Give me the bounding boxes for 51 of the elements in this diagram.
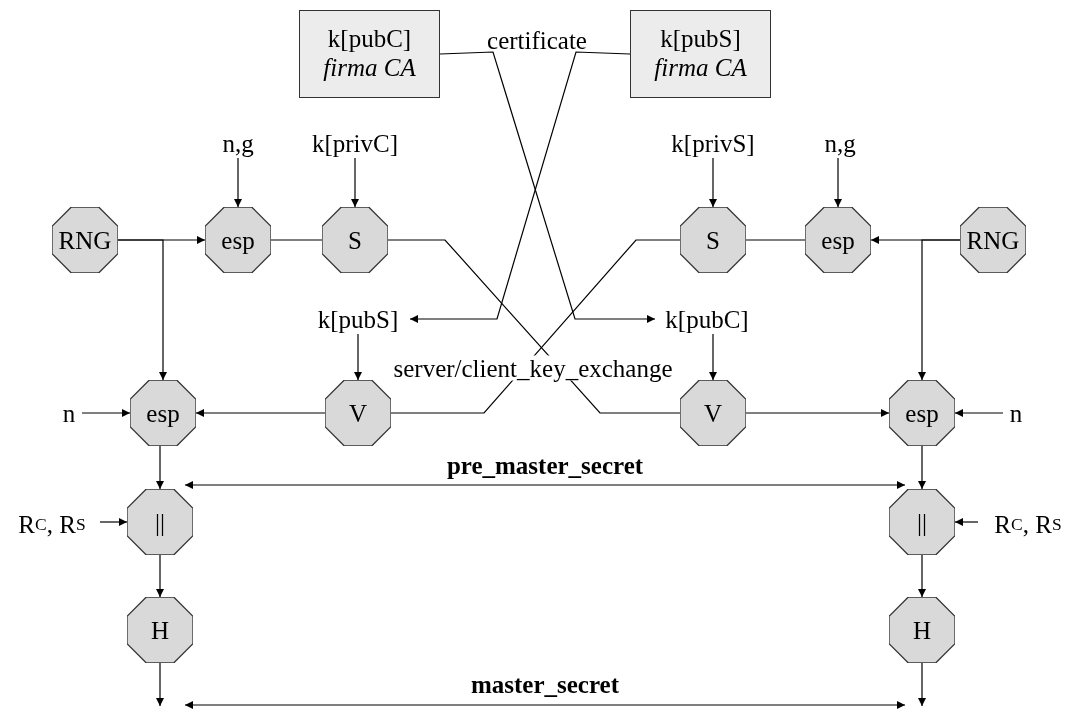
operation-label: || xyxy=(917,509,927,535)
arrow xyxy=(234,157,242,208)
edge-label: pre_master_secret xyxy=(446,452,644,478)
message-label: certificate xyxy=(487,27,587,53)
arrow xyxy=(709,157,717,208)
certificate-box xyxy=(630,10,771,98)
arrow xyxy=(184,701,906,709)
input-label: n,g xyxy=(812,128,868,158)
arrow xyxy=(439,51,656,323)
operation-label: S xyxy=(706,227,720,253)
input-label: k[pubC] xyxy=(655,304,759,334)
arrow xyxy=(156,554,164,598)
arrow xyxy=(99,518,128,526)
arrow xyxy=(81,409,131,417)
input-label: n xyxy=(56,398,82,428)
arrow xyxy=(918,445,926,490)
operation-label: H xyxy=(150,617,170,643)
signature-label: firma CA xyxy=(323,54,416,83)
arrow xyxy=(184,481,906,489)
operation-label: esp xyxy=(821,227,855,253)
arrow xyxy=(156,662,164,707)
operation-label: H xyxy=(912,617,932,643)
arrow xyxy=(351,157,359,208)
arrow xyxy=(918,554,926,598)
operation-label: esp xyxy=(221,227,255,253)
key-label: k[pubC] xyxy=(327,25,412,54)
operation-label: esp xyxy=(905,400,939,426)
arrow xyxy=(709,333,717,381)
operation-label: || xyxy=(155,509,165,535)
arrow xyxy=(409,51,631,323)
arrow xyxy=(156,445,164,490)
edge-label: master_secret xyxy=(470,671,620,697)
operation-label: RNG xyxy=(58,227,112,253)
operation-label: RNG xyxy=(966,227,1020,253)
input-label: n xyxy=(1003,398,1029,428)
operation-label: S xyxy=(348,227,362,253)
input-label: k[privS] xyxy=(661,128,765,158)
arrow xyxy=(354,333,362,381)
signature-label: firma CA xyxy=(654,54,747,83)
input-label: k[pubS] xyxy=(306,304,410,334)
certificate-box xyxy=(299,10,440,98)
arrow xyxy=(834,157,842,208)
message-label: server/client_key_exchange xyxy=(393,355,673,381)
operation-label: V xyxy=(703,400,723,426)
operation-label: V xyxy=(348,400,368,426)
input-label: k[privC] xyxy=(303,128,407,158)
key-label: k[pubS] xyxy=(660,25,741,54)
arrow xyxy=(918,239,961,381)
input-label: n,g xyxy=(210,128,266,158)
operation-label: esp xyxy=(146,400,180,426)
arrow xyxy=(918,662,926,707)
